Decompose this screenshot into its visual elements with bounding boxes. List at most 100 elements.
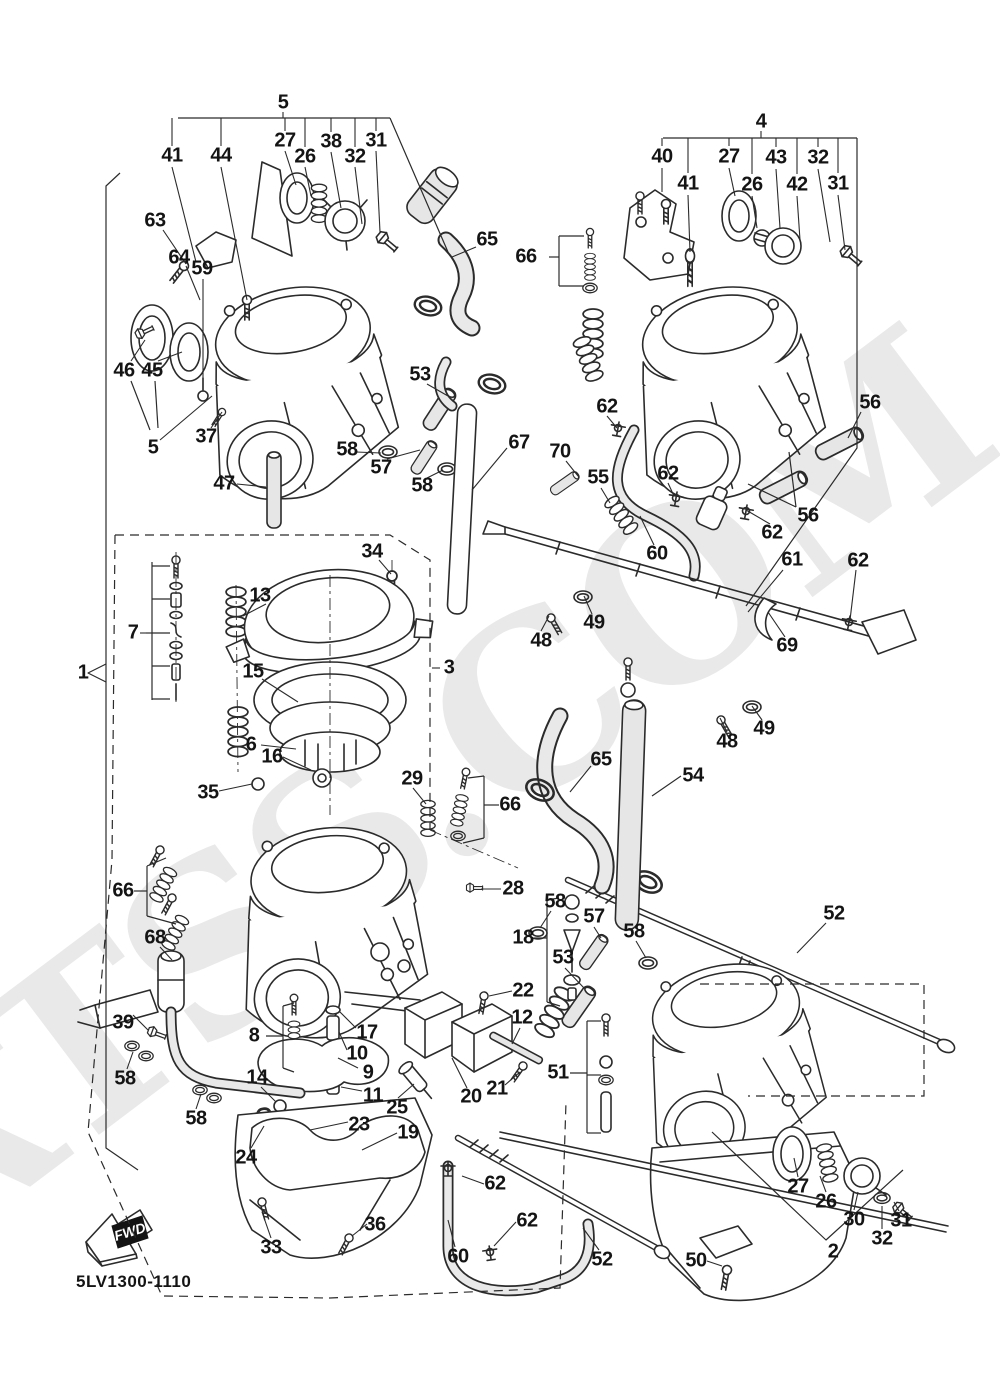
part-callout-56: 56 [797,504,819,527]
part-callout-13: 13 [249,584,271,607]
part-callout-27: 27 [787,1175,809,1198]
part-callout-65: 65 [476,228,498,251]
part-callout-58: 58 [114,1067,136,1090]
part-callout-26: 26 [741,173,763,196]
part-callout-44: 44 [210,144,232,167]
part-callout-36: 36 [364,1213,386,1236]
part-callout-62: 62 [596,395,618,418]
part-callout-8: 8 [248,1024,260,1047]
carb-assembly-top-right [482,189,917,739]
carb-assembly-center-exploded [169,555,614,1259]
part-callout-54: 54 [682,764,704,787]
bottom-hoses-and-rods [440,1131,949,1297]
part-callout-14: 14 [246,1066,268,1089]
part-callout-37: 37 [195,425,217,448]
part-callout-28: 28 [502,877,524,900]
part-callout-58: 58 [411,474,433,497]
part-callout-47: 47 [213,472,235,495]
part-callout-6: 6 [245,733,257,756]
part-callout-52: 52 [823,902,845,925]
part-callout-52: 52 [591,1248,613,1271]
part-callout-7: 7 [127,621,139,644]
part-callout-40: 40 [651,145,673,168]
part-callout-41: 41 [677,172,699,195]
part-callout-58: 58 [623,920,645,943]
part-callout-51: 51 [547,1061,569,1084]
part-callout-31: 31 [827,172,849,195]
part-callout-57: 57 [370,456,392,479]
part-callout-63: 63 [144,209,166,232]
part-callout-58: 58 [336,438,358,461]
part-callout-26: 26 [815,1190,837,1213]
part-callout-26: 26 [294,145,316,168]
part-callout-15: 15 [242,660,264,683]
part-callout-60: 60 [447,1245,469,1268]
part-callout-49: 49 [753,717,775,740]
part-callout-56: 56 [859,391,881,414]
part-callout-33: 33 [260,1236,282,1259]
part-callout-58: 58 [544,890,566,913]
part-callout-66: 66 [499,793,521,816]
part-callout-53: 53 [409,363,431,386]
part-callout-49: 49 [583,611,605,634]
part-callout-48: 48 [716,730,738,753]
part-callout-17: 17 [356,1021,378,1044]
carb-assembly-top-left [130,161,509,615]
part-callout-39: 39 [112,1011,134,1034]
fwd-arrow-icon: FWD [85,1209,153,1267]
part-callout-60: 60 [646,542,668,565]
part-callout-50: 50 [685,1249,707,1272]
part-callout-20: 20 [460,1085,482,1108]
part-callout-53: 53 [552,946,574,969]
part-callout-61: 61 [781,548,803,571]
part-callout-27: 27 [718,145,740,168]
part-callout-68: 68 [144,926,166,949]
part-callout-5: 5 [277,91,289,114]
part-callout-25: 25 [386,1096,408,1119]
part-callout-5: 5 [147,436,159,459]
part-callout-62: 62 [761,521,783,544]
part-callout-65: 65 [590,748,612,771]
part-callout-12: 12 [511,1006,533,1029]
part-callout-31: 31 [365,129,387,152]
part-callout-27: 27 [274,129,296,152]
part-callout-22: 22 [512,979,534,1002]
part-callout-32: 32 [344,145,366,168]
part-callout-64: 64 [168,246,190,269]
part-callout-9: 9 [362,1061,374,1084]
part-callout-11: 11 [362,1084,384,1107]
part-callout-18: 18 [512,926,534,949]
part-callout-48: 48 [530,629,552,652]
part-callout-66: 66 [112,879,134,902]
part-callout-62: 62 [847,549,869,572]
part-callout-29: 29 [401,767,423,790]
part-callout-67: 67 [508,431,530,454]
part-callout-41: 41 [161,144,183,167]
fuel-pipe-assembly-left [77,843,306,1104]
part-callout-66: 66 [515,245,537,268]
part-callout-32: 32 [871,1227,893,1250]
part-callout-58: 58 [185,1107,207,1130]
part-callout-31: 31 [890,1209,912,1232]
centerline-axes [175,552,519,869]
part-callout-45: 45 [141,359,163,382]
part-callout-62: 62 [484,1172,506,1195]
part-callout-19: 19 [397,1121,419,1144]
diagram-code: 5LV1300-1110 [76,1272,192,1291]
part-callout-34: 34 [361,540,383,563]
part-callout-59: 59 [191,257,213,280]
callout-brackets [87,117,904,1241]
callout-leader-lines [126,112,900,1267]
part-callout-62: 62 [657,462,679,485]
part-callout-38: 38 [320,130,342,153]
part-callout-70: 70 [549,440,571,463]
part-callout-10: 10 [346,1042,368,1065]
part-callout-43: 43 [765,146,787,169]
part-callout-23: 23 [348,1113,370,1136]
part-callout-35: 35 [197,781,219,804]
part-callout-21: 21 [486,1077,508,1100]
part-callout-4: 4 [755,110,767,133]
middle-hoses-and-rods [521,657,956,1054]
